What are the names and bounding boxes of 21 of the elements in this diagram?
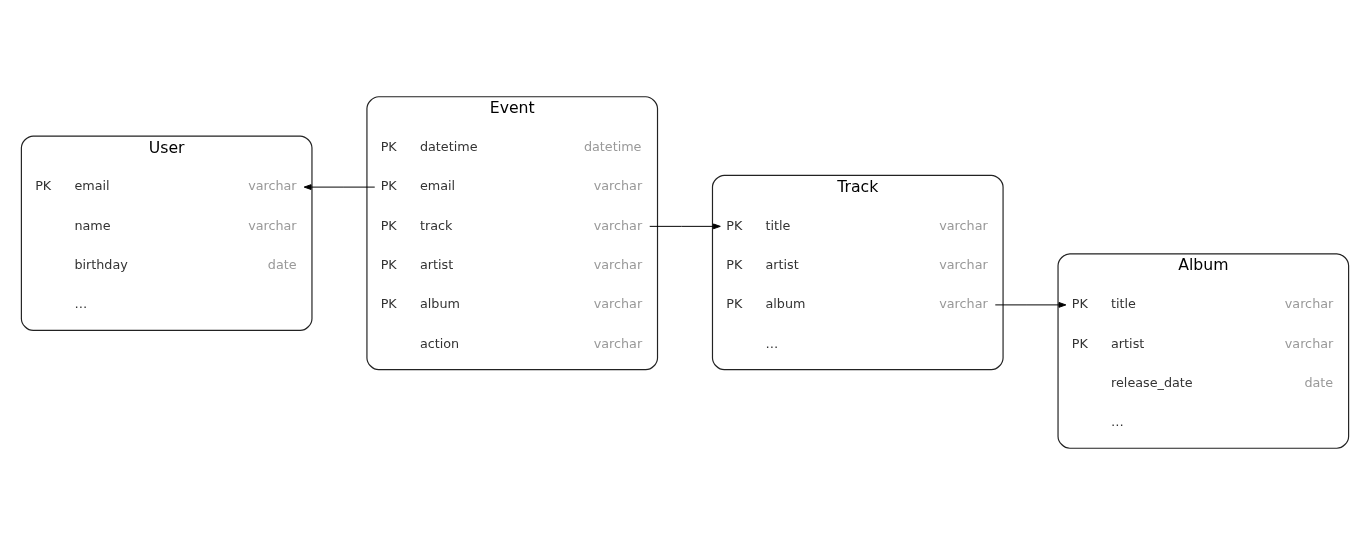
node-text: PK email varchar — [380, 177, 643, 193]
node-text: action varchar — [419, 335, 643, 350]
node-text: PK album varchar — [726, 295, 988, 311]
node-text: PK title varchar — [1071, 295, 1334, 311]
node-text: PK artist varchar — [726, 256, 988, 272]
arrow — [649, 222, 721, 229]
node-text: PK datetime datetime — [380, 138, 642, 154]
arrow — [994, 301, 1067, 308]
node-text: PK artist varchar — [380, 256, 643, 272]
arrow — [303, 183, 376, 190]
node-text: release_date date — [1111, 374, 1334, 390]
node-text: PK artist varchar — [1071, 335, 1334, 350]
node-text: … — [765, 335, 779, 350]
node-text: PK title varchar — [726, 217, 988, 233]
node-text: name varchar — [74, 217, 297, 233]
node-text: birthday date — [74, 256, 297, 272]
node-text: PK album varchar — [380, 295, 643, 311]
node-text: … — [1111, 413, 1124, 429]
node-text: PK email varchar — [35, 177, 297, 193]
node-text: PK track varchar — [380, 217, 643, 233]
node-text: … — [74, 295, 88, 311]
